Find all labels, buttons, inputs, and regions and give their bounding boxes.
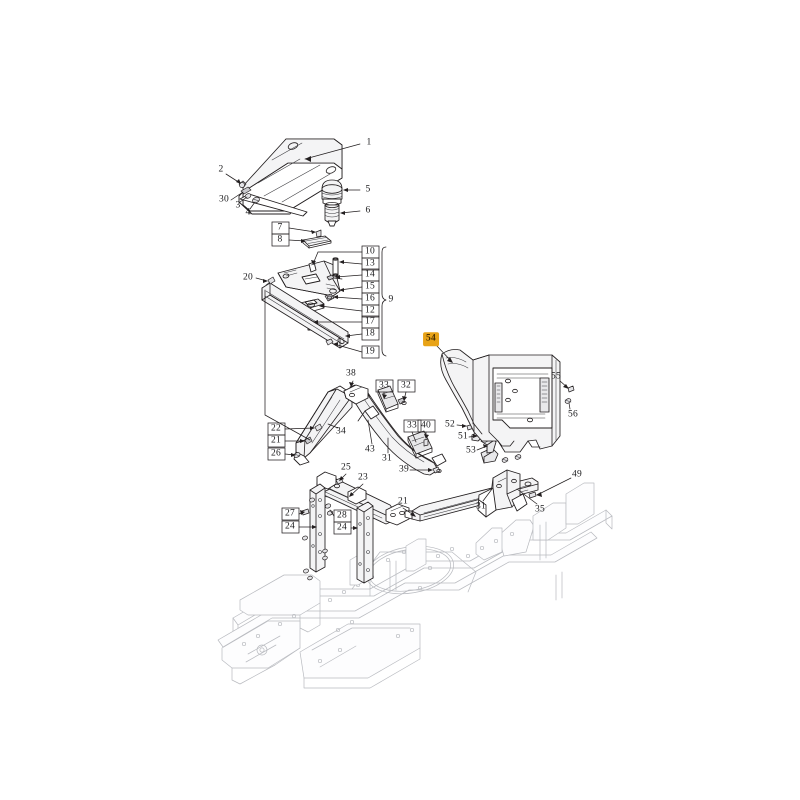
callout-16[interactable]: 16 xyxy=(365,293,375,304)
callout-51[interactable]: 51 xyxy=(458,431,468,442)
callout-8[interactable]: 8 xyxy=(277,234,283,245)
callout-3[interactable]: 3 xyxy=(235,200,241,211)
callout-10[interactable]: 10 xyxy=(365,246,375,257)
part-24-vertical-post-right xyxy=(356,501,374,584)
callout-32[interactable]: 32 xyxy=(401,380,411,391)
part-49-screw-right xyxy=(528,491,537,499)
part-21-cross-brace-bar-left-end xyxy=(304,436,313,445)
part-19-screw xyxy=(325,338,334,346)
part-7-rivet xyxy=(315,229,322,238)
callout-49[interactable]: 49 xyxy=(572,469,582,480)
chassis-frame-ghost xyxy=(217,482,613,689)
callout-38[interactable]: 38 xyxy=(346,368,356,379)
callout-31[interactable]: 31 xyxy=(476,501,486,512)
part-6-spring-grommet xyxy=(324,201,340,227)
part-31-curved-arm xyxy=(343,384,447,476)
callout-30[interactable]: 30 xyxy=(219,194,229,205)
callout-20[interactable]: 20 xyxy=(243,272,253,283)
callout-24[interactable]: 24 xyxy=(285,521,295,532)
post-fasteners-misc xyxy=(302,497,328,581)
callout-55[interactable]: 55 xyxy=(551,371,561,382)
callout-15[interactable]: 15 xyxy=(365,281,375,292)
callout-23[interactable]: 23 xyxy=(358,472,368,483)
part-20-screw-upper xyxy=(265,276,276,286)
callout-6[interactable]: 6 xyxy=(365,205,371,216)
part-30-clip xyxy=(240,186,252,195)
callout-25[interactable]: 25 xyxy=(341,462,351,473)
callout-56[interactable]: 56 xyxy=(568,409,578,420)
callout-17[interactable]: 17 xyxy=(365,316,375,327)
callout-1[interactable]: 1 xyxy=(366,137,372,148)
callout-12[interactable]: 12 xyxy=(365,305,375,316)
part-43-tension-rod xyxy=(357,405,380,422)
callout-2[interactable]: 2 xyxy=(218,164,224,175)
callout-14[interactable]: 14 xyxy=(365,269,375,280)
callout-7[interactable]: 7 xyxy=(277,222,283,233)
clamp-cluster xyxy=(480,447,522,464)
part-5-rubber-bumper xyxy=(321,179,343,206)
callout-28[interactable]: 28 xyxy=(337,510,347,521)
part-18-support-rail xyxy=(261,282,349,349)
part-55-screw-fender xyxy=(567,385,575,393)
callout-21[interactable]: 21 xyxy=(398,496,408,507)
callout-4[interactable]: 4 xyxy=(245,207,251,218)
callout-18[interactable]: 18 xyxy=(365,328,375,339)
callout-39[interactable]: 39 xyxy=(399,464,409,475)
part-54-rear-fender-body-panel xyxy=(440,349,561,453)
part-35-rear-mount-bracket xyxy=(477,469,528,518)
callout-26[interactable]: 26 xyxy=(271,448,281,459)
part-15-latch-arm xyxy=(277,260,341,297)
callout-33[interactable]: 33 xyxy=(407,420,417,431)
part-39-bolt-lower-arm xyxy=(432,466,442,474)
part-4-bushing xyxy=(252,196,260,204)
callout-27[interactable]: 27 xyxy=(285,508,295,519)
part-32-bolt-arm xyxy=(397,397,407,405)
callout-40[interactable]: 40 xyxy=(421,420,431,431)
part-16-nut xyxy=(324,293,335,302)
callout-24[interactable]: 24 xyxy=(337,522,347,533)
callout-53[interactable]: 53 xyxy=(466,445,476,456)
callout-43[interactable]: 43 xyxy=(365,444,375,455)
callout-13[interactable]: 13 xyxy=(365,258,375,269)
callout-9[interactable]: 9 xyxy=(388,294,394,305)
part-26-flange-nut xyxy=(293,452,301,458)
part-24-vertical-post-left xyxy=(309,483,326,573)
callout-54-highlighted[interactable]: 54 xyxy=(423,332,439,346)
callout-19[interactable]: 19 xyxy=(365,346,375,357)
part-22-bolt xyxy=(314,423,323,432)
callout-21[interactable]: 21 xyxy=(271,435,281,446)
callout-22[interactable]: 22 xyxy=(271,423,281,434)
callout-5[interactable]: 5 xyxy=(365,184,371,195)
callout-34[interactable]: 34 xyxy=(336,426,346,437)
callout-33[interactable]: 33 xyxy=(379,380,389,391)
part-13-spacer-sleeve xyxy=(332,257,339,277)
part-40-pin xyxy=(423,438,429,447)
callout-31[interactable]: 31 xyxy=(382,453,392,464)
part-8-badge-plate xyxy=(302,235,332,249)
callout-35[interactable]: 35 xyxy=(535,504,545,515)
callout-52[interactable]: 52 xyxy=(445,419,455,430)
part-14-hex-bolt xyxy=(326,274,343,281)
